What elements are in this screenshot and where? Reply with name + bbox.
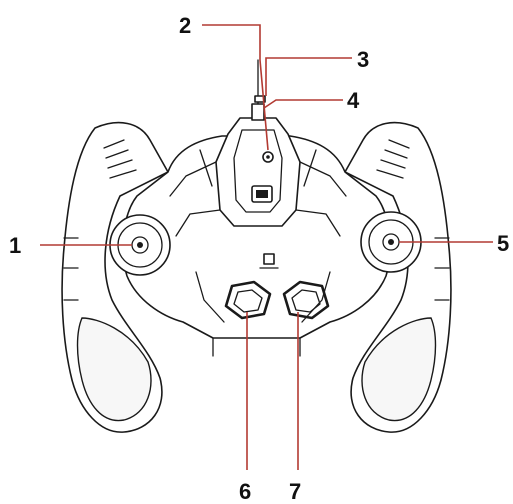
indicator-light-center — [266, 155, 270, 159]
callout-2: 2 — [179, 13, 191, 38]
callout-1: 1 — [9, 233, 21, 258]
leader-3 — [266, 58, 352, 96]
callout-3: 3 — [357, 47, 369, 72]
power-switch-slider — [256, 190, 268, 198]
left-joystick-dot — [137, 242, 143, 248]
center-screw — [264, 254, 274, 264]
callout-6: 6 — [239, 479, 251, 504]
callout-5: 5 — [497, 231, 509, 256]
controller-body — [62, 60, 451, 432]
callout-7: 7 — [289, 479, 301, 504]
antenna-base — [252, 104, 264, 120]
callout-4: 4 — [347, 88, 360, 113]
top-housing — [216, 118, 300, 226]
leader-4 — [264, 100, 343, 108]
right-joystick-dot — [388, 239, 394, 245]
